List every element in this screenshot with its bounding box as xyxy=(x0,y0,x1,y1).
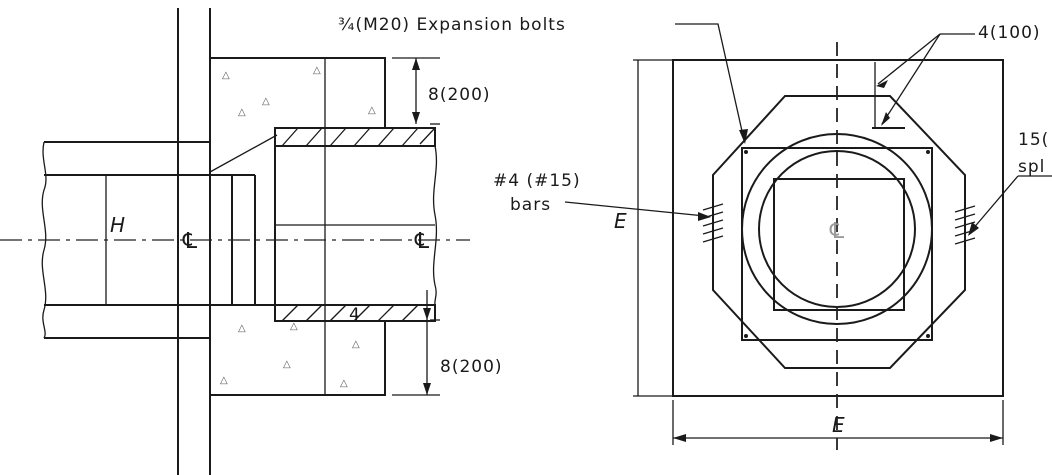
concrete-aggregate-marks: △ △ △ △ △ △ △ △ △ △ △ xyxy=(220,65,376,389)
expansion-bolts-leader xyxy=(675,23,745,141)
dim-bottom-arrow-up xyxy=(423,308,431,320)
right-plan-view: E E ℄ xyxy=(338,15,1052,450)
bars-label-line1: #4 (#15) xyxy=(493,171,581,191)
concrete-block-outline-bottom xyxy=(210,322,386,396)
expansion-bolts-label: ¾(M20) Expansion bolts xyxy=(338,15,566,35)
bolt-dot-top-right xyxy=(926,150,930,154)
bolt-dot-bottom-left xyxy=(744,334,748,338)
expansion-bolts-arrow xyxy=(739,129,748,144)
centerline-symbol-right: ℄ xyxy=(412,229,432,254)
rebar-splice-right xyxy=(954,200,976,258)
dim-e-bottom-arrow-right xyxy=(990,434,1003,442)
svg-text:△: △ xyxy=(313,65,321,76)
bars-arrow xyxy=(698,212,711,221)
concrete-block-outline xyxy=(210,57,386,128)
sleeve-top-wall xyxy=(274,127,436,147)
spacing-leader-to-top xyxy=(877,33,941,85)
bolt-dot-bottom-right xyxy=(926,334,930,338)
pipe-wall-mark: 4 xyxy=(349,305,361,325)
spacing-arrow-bottom xyxy=(881,112,890,126)
splice-label-line2: spl xyxy=(1018,157,1045,177)
width-label-side: E xyxy=(614,209,627,233)
left-section-view: △ △ △ △ △ △ △ △ △ △ △ 8(200) 8(200) xyxy=(0,8,503,475)
sleeve-bottom-wall xyxy=(274,304,436,322)
rebar-splice-left xyxy=(702,200,724,258)
sleeve-hatch-top xyxy=(281,127,435,147)
dim-top-arrow-down xyxy=(412,112,420,124)
spacing-label: 4(100) xyxy=(978,23,1041,43)
svg-text:△: △ xyxy=(262,96,270,107)
svg-text:△: △ xyxy=(220,375,228,386)
svg-text:△: △ xyxy=(368,105,376,116)
dim-top-arrow-up xyxy=(412,58,420,70)
base-plate-square xyxy=(672,59,1004,397)
spacing-leader-to-bottom xyxy=(881,33,941,125)
centerline-symbol-plan: ℄ xyxy=(827,219,847,244)
splice-leader xyxy=(971,175,1019,231)
dim-bottom-arrow-down xyxy=(423,383,431,395)
svg-text:△: △ xyxy=(340,378,348,389)
sleeve-right-break xyxy=(432,145,438,306)
svg-text:△: △ xyxy=(290,321,298,332)
sleeve-hatch-bottom xyxy=(281,304,419,322)
spacing-arrow-top xyxy=(876,80,888,88)
svg-text:△: △ xyxy=(238,323,246,334)
svg-text:△: △ xyxy=(238,107,246,118)
dim-e-bottom-arrow-left xyxy=(673,434,686,442)
column-square xyxy=(773,178,905,311)
bolt-dot-top-left xyxy=(744,150,748,154)
height-label: H xyxy=(110,213,125,237)
splice-arrow xyxy=(968,222,979,236)
splice-label-line1: 15( xyxy=(1018,130,1049,150)
bars-leader xyxy=(564,201,706,217)
duct-break-line xyxy=(41,141,47,339)
centerline-symbol-left: ℄ xyxy=(180,229,200,254)
dimension-bottom-label: 8(200) xyxy=(440,357,503,377)
bars-label-line2: bars xyxy=(510,195,551,215)
dimension-top-label: 8(200) xyxy=(428,85,491,105)
width-label-bottom: E xyxy=(832,413,845,437)
svg-text:△: △ xyxy=(352,339,360,350)
sleeve-leader-line xyxy=(209,134,278,173)
svg-text:△: △ xyxy=(222,70,230,81)
svg-text:△: △ xyxy=(283,359,291,370)
